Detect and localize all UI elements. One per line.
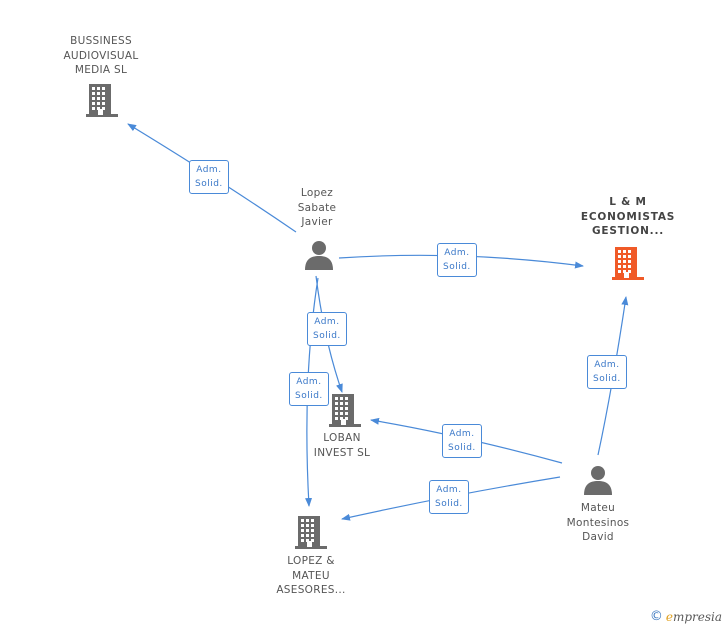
building-icon[interactable] (86, 83, 118, 121)
person-icon[interactable] (583, 465, 613, 499)
edge-label-mateu-lm[interactable]: Adm. Solid. (587, 355, 627, 389)
person-label-mateu[interactable]: Mateu Montesinos David (566, 502, 630, 543)
building-icon[interactable] (295, 515, 327, 553)
edge-label-mateu-loban[interactable]: Adm. Solid. (442, 424, 482, 458)
person-icon[interactable] (304, 240, 334, 274)
edge-label-lopez-lm[interactable]: Adm. Solid. (437, 243, 477, 277)
company-label-bussiness[interactable]: BUSSINESS AUDIOVISUAL MEDIA SL (63, 35, 139, 76)
person-label-lopez[interactable]: Lopez Sabate Javier (297, 187, 337, 228)
company-label-loban[interactable]: LOBAN INVEST SL (313, 432, 371, 459)
copyright-icon: © (649, 609, 663, 624)
edge-label-lopez-bussiness[interactable]: Adm. Solid. (189, 160, 229, 194)
footer-brand[interactable]: © empresia (650, 609, 722, 624)
company-label-lopez-mateu[interactable]: LOPEZ & MATEU ASESORES... (276, 555, 346, 596)
building-icon[interactable] (612, 246, 644, 284)
company-label-lm[interactable]: L & M ECONOMISTAS GESTION... (580, 196, 676, 237)
edge-label-lopez-loban[interactable]: Adm. Solid. (307, 312, 347, 346)
building-icon[interactable] (329, 393, 361, 431)
brand-logo: empresia (665, 609, 722, 624)
edge-label-lopez-lopez-mateu[interactable]: Adm. Solid. (289, 372, 329, 406)
edge-label-mateu-lopez-mateu[interactable]: Adm. Solid. (429, 480, 469, 514)
